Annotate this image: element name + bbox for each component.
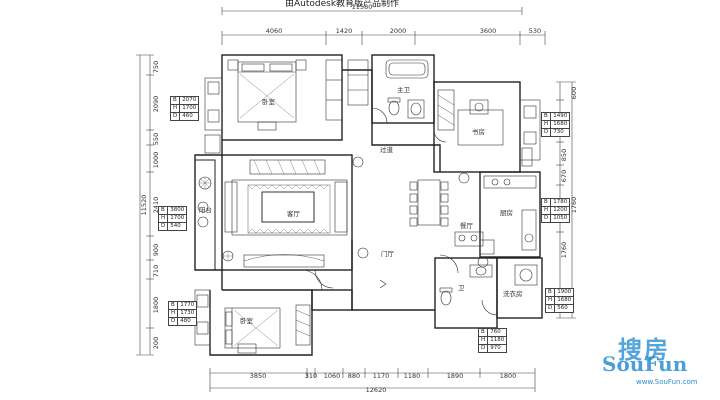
toilet-bottom: [440, 290, 452, 306]
dim-bottom-1: 3850: [250, 372, 267, 380]
dim-bottom-overall: 12620: [366, 386, 387, 394]
label-bathroom-bottom: 卫: [458, 284, 465, 292]
dim-right-3: 850: [560, 149, 568, 161]
label-master-bedroom: 卧室: [262, 97, 276, 106]
logo-chinese: 搜房: [618, 336, 670, 364]
drawing-title: 由Autodesk教育版产品制作: [285, 0, 400, 9]
living-carpet: [231, 179, 348, 236]
label-kitchen: 厨房: [500, 208, 513, 217]
dim-bottom-7: 1890: [447, 372, 464, 380]
dim-left-6: 900: [152, 244, 160, 256]
balcony-top-left: [204, 77, 223, 131]
dim-top-overall: 11580: [352, 3, 373, 11]
dim-top-1: 4060: [266, 27, 283, 35]
dim-top-5: 530: [529, 27, 541, 35]
dim-bottom-6: 1180: [404, 372, 421, 380]
dim-top-3: 2000: [390, 27, 407, 35]
dim-left-5: 2410: [152, 197, 160, 214]
dim-top-2: 1420: [336, 27, 353, 35]
bedroom-bed: [224, 307, 281, 349]
label-corridor: 过道: [380, 145, 394, 154]
wall-kitchen: [479, 171, 541, 258]
label-study: 书房: [472, 127, 485, 136]
logo-url: www.SouFun.com: [636, 378, 698, 386]
label-dining: 餐厅: [460, 221, 474, 230]
north-arrow-icon: [352, 156, 364, 168]
dim-left-overall: 11520: [140, 195, 148, 216]
label-bedroom-bottom: 卧室: [240, 316, 254, 325]
dim-left-8: 1800: [152, 297, 160, 314]
dim-left-4: 1000: [152, 152, 160, 169]
study-desk: [457, 109, 504, 146]
wall-bottom-bath: [434, 257, 498, 329]
dim-left-9: 200: [152, 337, 160, 349]
dim-right-1: 600: [570, 87, 578, 99]
bathtub: [385, 59, 429, 79]
dimension-texts: 11580 4060 1420 2000 3600 530 3850 310 1…: [140, 3, 578, 394]
dim-bottom-3: 1060: [324, 372, 341, 380]
wall-master-bedroom: [221, 54, 343, 141]
soufun-logo: 搜房 SouFun www.SouFun.com: [598, 330, 708, 390]
dim-left-3: 550: [152, 133, 160, 145]
room-labels: 卧室 主卫 书房 过道 客厅 阳台 厨房 门厅 卧室 卫 洗衣房 餐厅: [199, 85, 523, 325]
dim-right-4: 670: [560, 170, 568, 182]
dim-bottom-5: 1170: [373, 372, 390, 380]
dim-bottom-8: 1800: [500, 372, 517, 380]
wall-living: [221, 154, 353, 271]
dim-left-1: 750: [152, 61, 160, 73]
dining-table: [417, 179, 441, 226]
label-bathroom-top: 主卫: [397, 85, 411, 94]
dim-right-overall: 1760: [570, 197, 578, 214]
sofa-left: [224, 181, 238, 233]
dim-right-5: 1760: [560, 242, 568, 259]
dim-bottom-2: 310: [305, 372, 317, 380]
label-living-room: 客厅: [287, 209, 301, 218]
toilet-top: [388, 100, 400, 116]
furniture: [194, 59, 541, 354]
label-balcony: 阳台: [199, 205, 212, 214]
walls: [194, 54, 543, 356]
wall-study: [433, 81, 521, 173]
dim-top-4: 3600: [480, 27, 497, 35]
tv-cabinet: [249, 159, 326, 175]
wall-laundry: [496, 257, 543, 319]
sofa-right: [334, 181, 348, 233]
cabinet-bottom: [243, 254, 325, 268]
dim-bottom-4: 880: [348, 372, 360, 380]
dim-left-2: 2090: [152, 96, 160, 113]
label-laundry: 洗衣房: [503, 289, 523, 298]
logo-english: SouFun: [602, 352, 688, 376]
label-entrance: 门厅: [381, 249, 395, 258]
dim-left-7: 710: [152, 265, 160, 277]
